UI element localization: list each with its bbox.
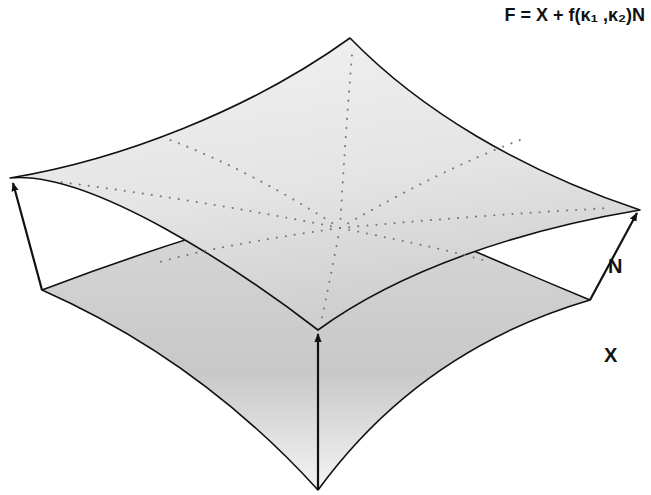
surface-label: X bbox=[604, 344, 617, 366]
dotted-curvature-lines bbox=[60, 55, 610, 318]
normal-arrows bbox=[13, 183, 637, 490]
offset-surface bbox=[10, 38, 640, 330]
normal-label: N bbox=[608, 255, 622, 277]
formula-label: F = X + f(κ₁ ,κ₂)N bbox=[504, 6, 645, 26]
